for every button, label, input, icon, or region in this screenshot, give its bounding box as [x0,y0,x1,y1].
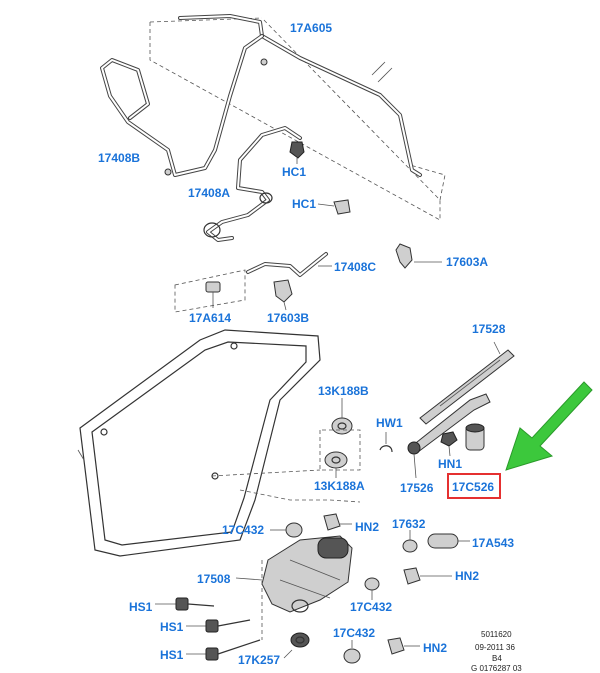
label-17a543: 17A543 [472,536,514,550]
label-17603a: 17603A [446,255,488,269]
label-17526: 17526 [400,481,434,495]
wiper-mount-bracket [319,429,361,471]
bolt-hs1-top [155,597,215,611]
connector-17a614 [174,269,246,313]
washer-hose-17408c [246,252,332,277]
reference-line-4: G 0176287 03 [471,664,522,673]
label-hn2-top: HN2 [355,520,379,534]
label-17408c: 17408C [334,260,376,274]
grommet-17c432-mid [364,577,380,600]
washer-hose-17408a [203,126,302,242]
highlight-arrow [505,381,593,471]
hose-clip-hc1-lower [317,199,351,215]
connector-17603a [395,243,442,269]
label-hn2-mid: HN2 [455,569,479,583]
label-hw1: HW1 [376,416,403,430]
label-hn2-bottom: HN2 [423,641,447,655]
washer-hose-17a605 [178,14,422,177]
label-17c526: 17C526 [452,480,494,494]
grommet-17c432-top [270,522,303,538]
label-17632: 17632 [392,517,426,531]
seal-13k188b [331,398,353,435]
label-17c432-mid: 17C432 [350,600,392,614]
nut-hn1 [440,431,458,457]
label-hc1-lower: HC1 [292,197,316,211]
nut-hn2-top [323,513,352,531]
highlight-box-17c526 [447,473,501,499]
seal-13k188a [324,451,348,478]
label-13k188a: 13K188A [314,479,365,493]
label-17k257: 17K257 [238,653,280,667]
washer-hw1 [379,432,393,453]
wiper-motor-17508 [235,535,353,640]
bolt-hs1-bottom [186,639,261,661]
label-17528: 17528 [472,322,506,336]
label-17508: 17508 [197,572,231,586]
hose-clip-hc1-upper [289,141,305,164]
label-17a614: 17A614 [189,311,231,325]
wiper-arm-17526 [407,393,491,479]
label-hn1: HN1 [438,457,462,471]
connector-17603b [273,279,293,311]
label-hs1-top: HS1 [129,600,153,614]
grommet-17632 [402,530,418,553]
wiper-blade-17528 [419,341,515,425]
grommet-17c432-bottom [343,640,361,664]
label-17408a: 17408A [188,186,230,200]
nut-hn2-bottom [387,637,420,655]
label-17603b: 17603B [267,311,309,325]
label-hs1-bottom: HS1 [160,648,184,662]
wiper-arm-cap-17c526 [465,423,485,451]
bolt-hs1-mid [186,619,251,633]
label-17c432-top: 17C432 [222,523,264,537]
reference-line-1: 5011620 [481,630,512,639]
nut-hn2-mid [403,567,452,585]
label-hc1-upper: HC1 [282,165,306,179]
rear-window-outline [77,329,361,557]
washer-hose-17a543 [427,533,470,549]
reference-line-3: B4 [492,654,502,663]
reference-line-2: 09-2011 36 [475,643,515,652]
label-13k188b: 13K188B [318,384,369,398]
label-17c432-bottom: 17C432 [333,626,375,640]
label-hs1-mid: HS1 [160,620,184,634]
label-17a605: 17A605 [290,21,332,35]
grommet-17k257 [283,632,310,659]
label-17408b: 17408B [98,151,140,165]
washer-hose-17408b [100,34,264,177]
